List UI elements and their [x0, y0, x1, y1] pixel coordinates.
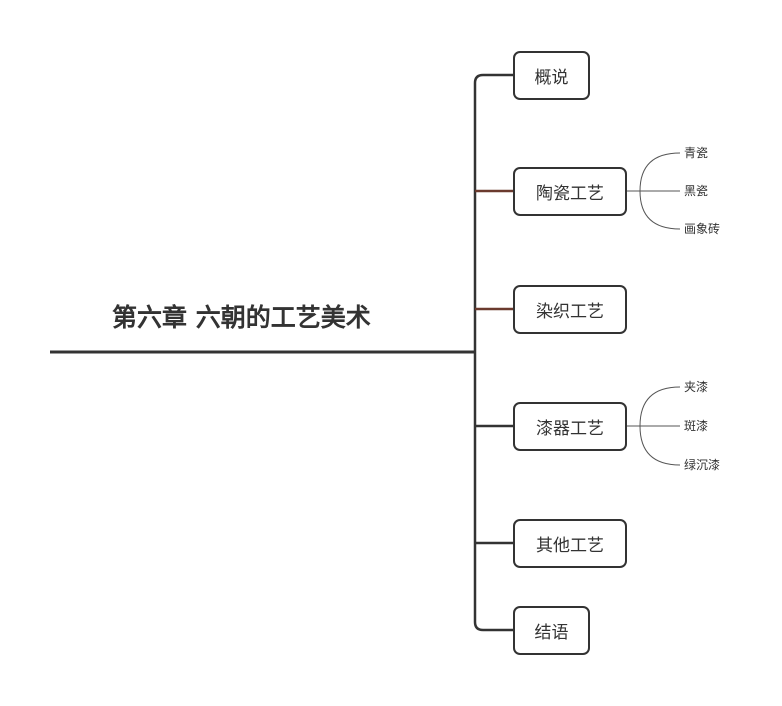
- sub-line-qingci: [639, 152, 681, 192]
- leaf-heici[interactable]: 黑瓷: [684, 184, 709, 198]
- sub-line-huaxiangzhuan: [639, 190, 681, 230]
- branch-overview[interactable]: 概说: [513, 51, 590, 100]
- leaf-lvchenqi[interactable]: 绿沉漆: [684, 458, 721, 472]
- branch-lacquer[interactable]: 漆器工艺: [513, 402, 627, 451]
- sub-line-jiaqi: [639, 386, 681, 427]
- leaf-jiaqi[interactable]: 夹漆: [684, 380, 709, 394]
- branch-textile[interactable]: 染织工艺: [513, 285, 627, 334]
- branch-ceramics[interactable]: 陶瓷工艺: [513, 167, 627, 216]
- branch-conclusion[interactable]: 结语: [513, 606, 590, 655]
- root-title[interactable]: 第六章 六朝的工艺美术: [112, 303, 371, 332]
- branch-other[interactable]: 其他工艺: [513, 519, 627, 568]
- leaf-huaxiangzhuan[interactable]: 画象砖: [684, 222, 721, 236]
- leaf-banqi[interactable]: 斑漆: [684, 419, 709, 433]
- leaf-qingci[interactable]: 青瓷: [684, 146, 709, 160]
- trunk-line: [473, 73, 513, 632]
- sub-line-lvchenqi: [639, 425, 681, 466]
